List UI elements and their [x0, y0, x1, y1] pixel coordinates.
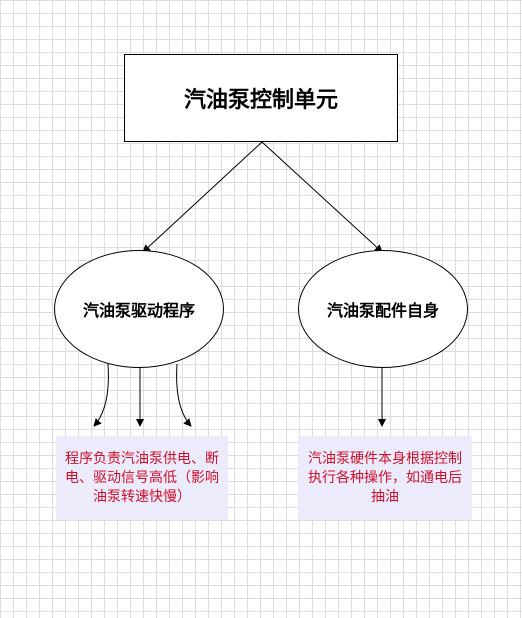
- node-label: 汽油泵配件自身: [326, 301, 439, 320]
- node-fuel-pump-control-unit: 汽油泵控制单元: [124, 54, 398, 142]
- node-label: 汽油泵驱动程序: [82, 301, 195, 320]
- node-label: 汽油泵控制单元: [183, 88, 338, 113]
- note-text: 程序负责汽油泵供电、断电、驱动信号高低（影响油泵转速快慢）: [65, 450, 219, 505]
- node-fuel-pump-hardware: 汽油泵配件自身: [298, 250, 468, 368]
- note-driver-description: 程序负责汽油泵供电、断电、驱动信号高低（影响油泵转速快慢）: [56, 436, 228, 520]
- node-fuel-pump-driver: 汽油泵驱动程序: [54, 250, 224, 368]
- note-hardware-description: 汽油泵硬件本身根据控制执行各种操作，如通电后抽油: [298, 436, 472, 520]
- note-text: 汽油泵硬件本身根据控制执行各种操作，如通电后抽油: [308, 450, 462, 505]
- arrow-left-curve-a: [93, 363, 109, 427]
- arrow-top-to-right: [261, 141, 383, 253]
- arrow-top-to-left: [142, 141, 263, 253]
- arrow-left-curve-b: [176, 363, 192, 427]
